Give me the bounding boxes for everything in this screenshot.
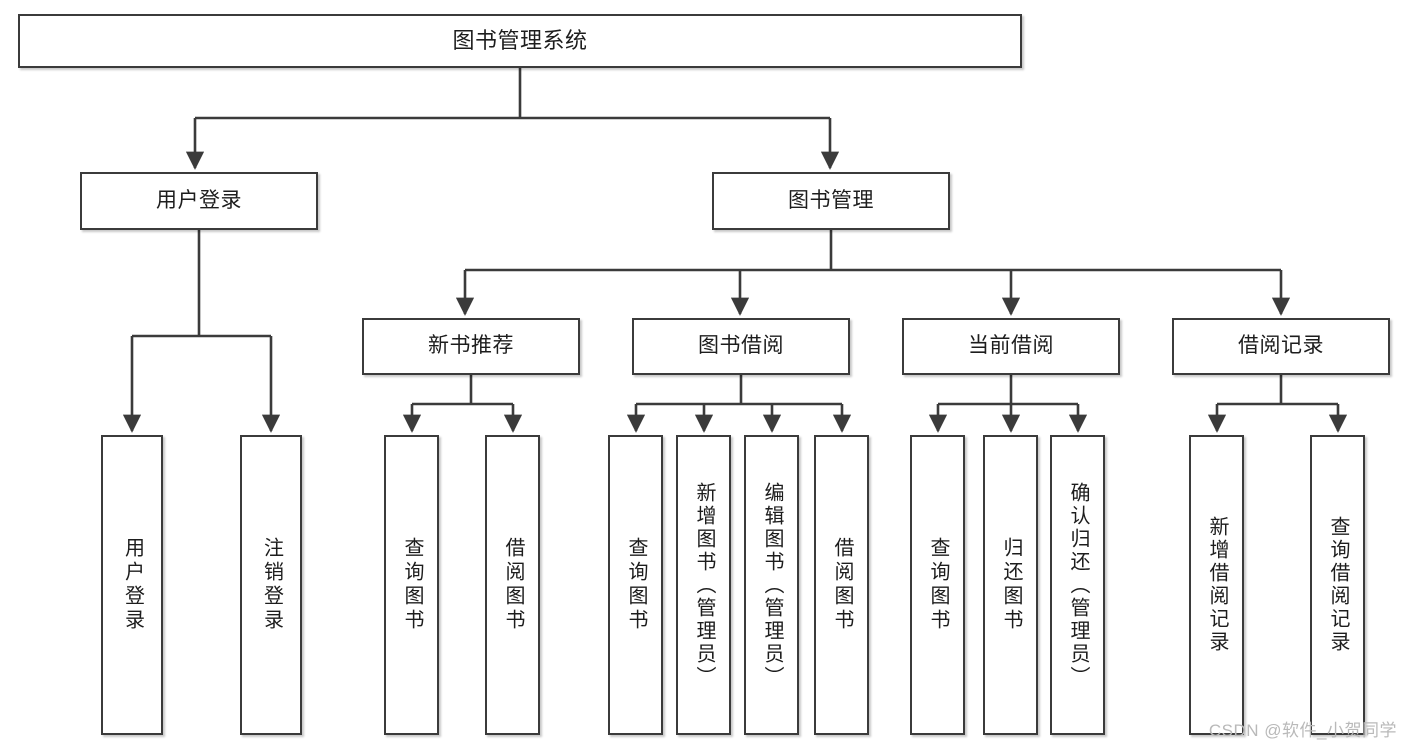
node-label: 新增借阅记录: [1206, 516, 1228, 654]
node-label: 查询借阅记录: [1327, 516, 1349, 654]
node-label: 编辑图书（管理员）: [761, 481, 783, 689]
leaf-edit-book-admin[interactable]: 编辑图书（管理员）: [744, 435, 799, 735]
node-borrow-record[interactable]: 借阅记录: [1172, 318, 1390, 375]
node-label: 确认归还（管理员）: [1067, 481, 1089, 689]
node-label: 借阅图书: [831, 537, 853, 633]
leaf-user-login[interactable]: 用户登录: [101, 435, 163, 735]
node-book-borrow[interactable]: 图书借阅: [632, 318, 850, 375]
node-label: 借阅图书: [502, 537, 524, 633]
node-label: 查询图书: [401, 537, 423, 633]
node-label: 新增图书（管理员）: [693, 481, 715, 689]
leaf-query-book-current[interactable]: 查询图书: [910, 435, 965, 735]
leaf-query-book-borrow[interactable]: 查询图书: [608, 435, 663, 735]
leaf-return-book[interactable]: 归还图书: [983, 435, 1038, 735]
node-label: 用户登录: [121, 537, 144, 633]
leaf-add-borrow-record[interactable]: 新增借阅记录: [1189, 435, 1244, 735]
node-label: 用户登录: [156, 188, 242, 212]
node-label: 图书借阅: [698, 334, 784, 358]
node-label: 查询图书: [625, 537, 647, 633]
node-user-login[interactable]: 用户登录: [80, 172, 318, 230]
node-book-management[interactable]: 图书管理: [712, 172, 950, 230]
node-label: 注销登录: [260, 537, 283, 633]
node-label: 归还图书: [1000, 537, 1022, 633]
node-current-borrow[interactable]: 当前借阅: [902, 318, 1120, 375]
leaf-borrow-book[interactable]: 借阅图书: [814, 435, 869, 735]
node-label: 当前借阅: [968, 334, 1054, 358]
node-new-book-recommend[interactable]: 新书推荐: [362, 318, 580, 375]
leaf-borrow-book-recommend[interactable]: 借阅图书: [485, 435, 540, 735]
node-label: 借阅记录: [1238, 334, 1324, 358]
node-label: 图书管理: [788, 188, 874, 212]
leaf-query-borrow-record[interactable]: 查询借阅记录: [1310, 435, 1365, 735]
leaf-logout[interactable]: 注销登录: [240, 435, 302, 735]
node-label: 新书推荐: [428, 334, 514, 358]
leaf-query-book-recommend[interactable]: 查询图书: [384, 435, 439, 735]
node-label: 查询图书: [927, 537, 949, 633]
watermark: CSDN @软件_小贺同学: [1208, 721, 1397, 740]
leaf-confirm-return-admin[interactable]: 确认归还（管理员）: [1050, 435, 1105, 735]
node-root[interactable]: 图书管理系统: [18, 14, 1022, 68]
leaf-add-book-admin[interactable]: 新增图书（管理员）: [676, 435, 731, 735]
node-label: 图书管理系统: [452, 28, 588, 54]
